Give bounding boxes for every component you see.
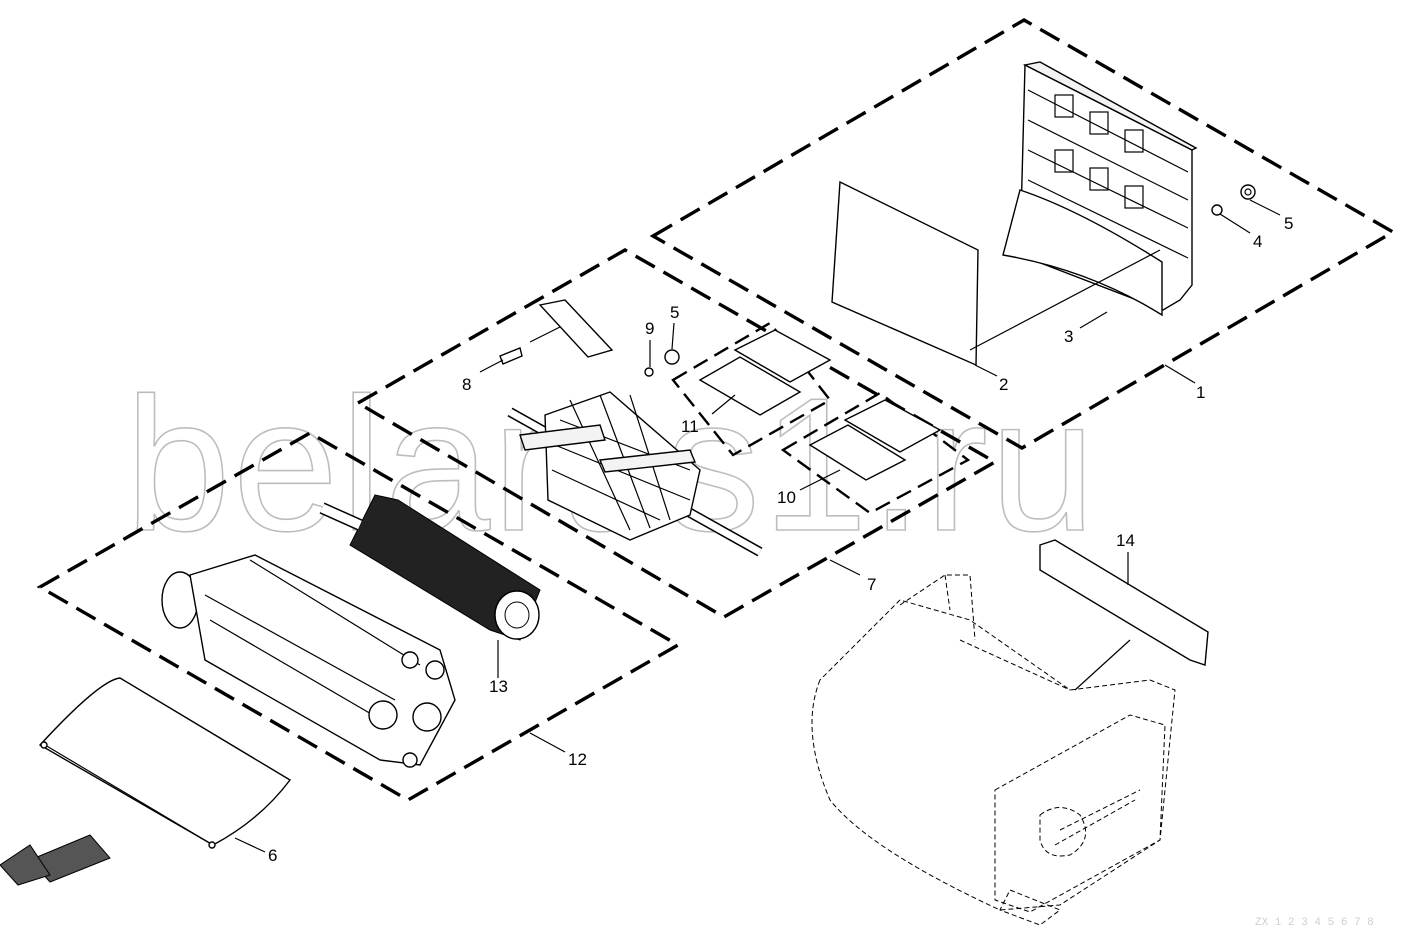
- nut-5-middle: [664, 349, 680, 365]
- callout-6: 6: [268, 846, 277, 865]
- callout-12: 12: [568, 750, 587, 769]
- knife-11a: [698, 356, 802, 416]
- washer-4: [1211, 204, 1223, 216]
- callout-11: 11: [681, 417, 699, 436]
- callout-10: 10: [777, 488, 796, 507]
- guard-6: [38, 677, 292, 853]
- callout-5-middle: 5: [670, 303, 679, 322]
- callout-13: 13: [489, 677, 508, 696]
- knife-10b: [843, 399, 942, 453]
- bolt-8: [499, 347, 523, 365]
- cutter-drum: [507, 391, 763, 557]
- callout-8: 8: [462, 375, 471, 394]
- feed-housing: [161, 554, 456, 768]
- nut-5-upper: [1240, 184, 1256, 200]
- callout-9: 9: [645, 319, 654, 338]
- callout-14: 14: [1116, 531, 1135, 550]
- group-1-assembly: [649, 18, 1397, 450]
- group-1-boundary: [649, 18, 1397, 450]
- group-7-boundary: [354, 248, 999, 619]
- plate-2: [831, 180, 979, 367]
- washer-9: [644, 367, 654, 377]
- wear-strip-14: [1039, 539, 1209, 691]
- direction-arrow-icon: [0, 834, 111, 886]
- knife-10a: [808, 424, 907, 481]
- group-7-assembly: [354, 248, 999, 619]
- roller-13: [319, 494, 541, 641]
- callout-7: 7: [867, 575, 876, 594]
- callout-5-upper: 5: [1284, 214, 1293, 233]
- callout-1: 1: [1196, 383, 1205, 402]
- callout-3: 3: [1064, 327, 1073, 346]
- housing-3: [1002, 61, 1198, 317]
- plate-8-bracket: [538, 299, 614, 358]
- group-12-boundary: [36, 431, 682, 802]
- callout-2: 2: [999, 375, 1008, 394]
- drawing-code: ZX 1 2 3 4 5 6 7 8: [1255, 917, 1374, 929]
- chopper-housing: [811, 574, 1176, 926]
- group-12-assembly: [36, 431, 682, 802]
- callout-labels: 1 2 3 4 5 5 6 7 8 9 10 11 12 13 14: [268, 214, 1293, 865]
- group-11-boundary: [671, 321, 832, 457]
- group-10-boundary: [780, 391, 971, 515]
- callout-4: 4: [1253, 232, 1262, 251]
- knife-11b: [733, 329, 832, 383]
